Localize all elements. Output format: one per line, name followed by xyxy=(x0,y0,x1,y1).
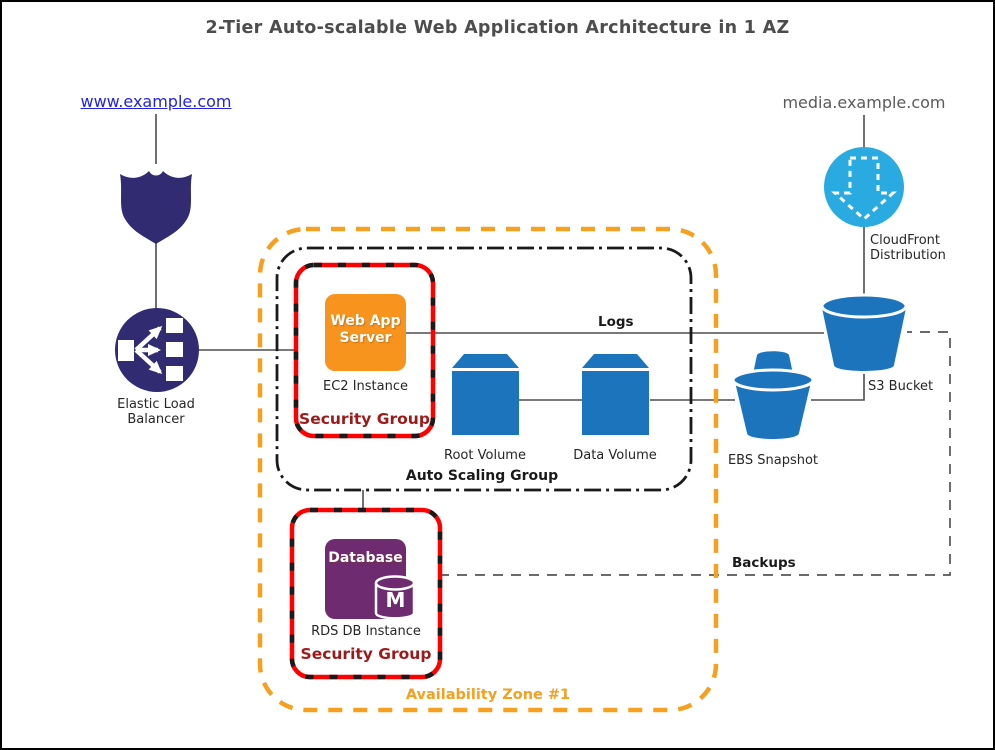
logs-edge-label: Logs xyxy=(598,314,634,330)
s3-bucket-label: S3 Bucket xyxy=(868,379,934,394)
data-volume-label: Data Volume xyxy=(573,448,657,463)
security-group-web-label: Security Group xyxy=(299,410,430,428)
root-volume-icon xyxy=(452,354,519,435)
elb-label: Elastic Load Balancer xyxy=(117,397,195,427)
cloudfront-label: CloudFront Distribution xyxy=(870,233,946,263)
security-group-web-border xyxy=(293,262,436,439)
backups-edge-label: Backups xyxy=(732,555,796,571)
rds-db-instance-label: RDS DB Instance xyxy=(311,624,421,639)
data-volume-icon xyxy=(582,354,649,435)
security-group-db-border xyxy=(289,507,443,680)
shield-icon xyxy=(120,171,192,244)
s3-bucket-icon xyxy=(820,293,908,371)
ebs-snapshot-label: EBS Snapshot xyxy=(727,453,819,468)
www-example-link[interactable]: www.example.com xyxy=(80,92,232,111)
database-box-label: Database xyxy=(328,550,403,566)
cloudfront-icon xyxy=(824,147,904,227)
backup-dashed-lines xyxy=(439,331,951,576)
availability-zone-border xyxy=(257,226,719,713)
db-engine-letter: M xyxy=(385,588,406,612)
ec2-instance-label: EC2 Instance xyxy=(323,379,408,394)
rds-database-icon xyxy=(325,539,416,620)
auto-scaling-group-border xyxy=(275,246,693,492)
availability-zone-label: Availability Zone #1 xyxy=(405,687,571,703)
page-title: 2-Tier Auto-scalable Web Application Arc… xyxy=(205,18,790,38)
connector-lines xyxy=(155,114,865,510)
ebs-snapshot-icon xyxy=(731,351,815,439)
auto-scaling-group-label: Auto Scaling Group xyxy=(405,468,559,484)
web-app-server-box xyxy=(325,294,406,371)
web-app-server-box-label: Web App Server xyxy=(330,313,401,346)
root-volume-label: Root Volume xyxy=(444,448,526,463)
media-example-label: media.example.com xyxy=(782,93,946,112)
elastic-load-balancer-icon xyxy=(115,308,199,392)
security-group-db-label: Security Group xyxy=(300,645,432,663)
